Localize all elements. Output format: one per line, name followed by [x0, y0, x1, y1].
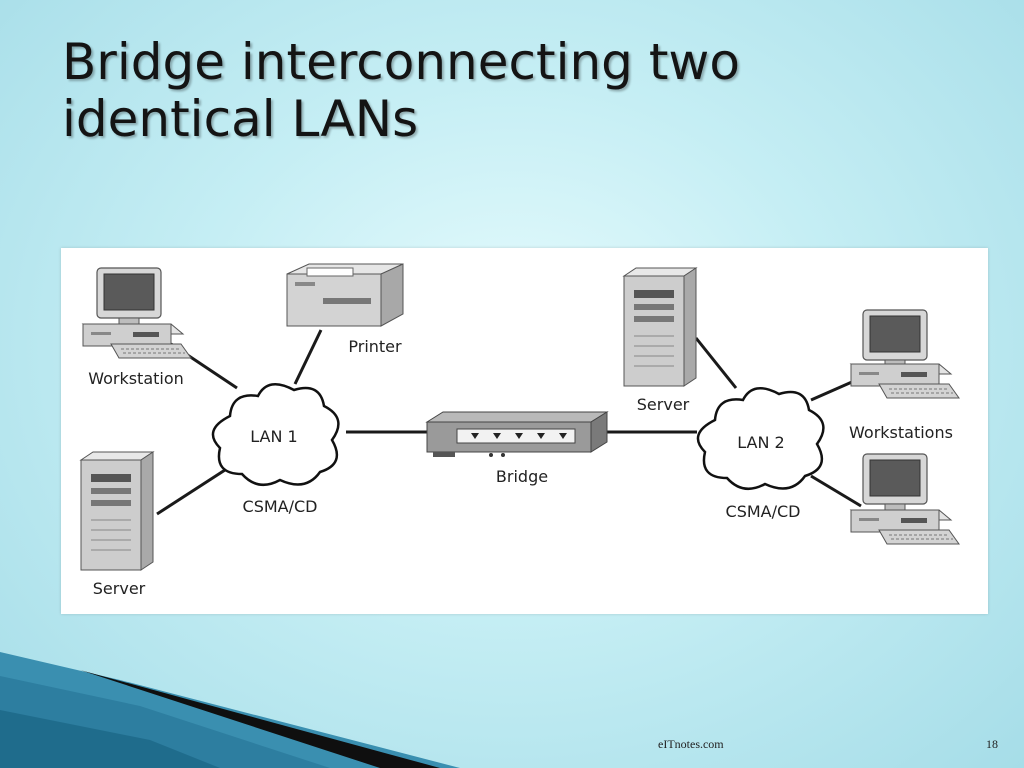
lan1-server-icon [80, 451, 154, 571]
lan1-workstation-icon [82, 267, 192, 359]
footer-site: eITnotes.com [658, 737, 724, 751]
lan2-server-label: Server [637, 395, 690, 414]
network-diagram-svg: LAN 1 CSMA/CD LAN 2 CSMA/CD Br [80, 263, 960, 598]
bridge-device-icon [425, 411, 609, 457]
lan1-server-label: Server [93, 579, 146, 598]
slide-title-line-2: identical LANs [62, 90, 419, 148]
slide-title-line-1: Bridge interconnecting two [62, 33, 740, 91]
network-diagram: LAN 1 CSMA/CD LAN 2 CSMA/CD Br [61, 248, 988, 614]
lan2-workstation-bottom-icon [850, 453, 960, 545]
lan2-server-icon [623, 267, 697, 387]
lan1-protocol-label: CSMA/CD [243, 497, 318, 516]
printer-icon [286, 263, 404, 327]
page-number: 18 [986, 737, 998, 751]
lan1-workstation-label: Workstation [88, 369, 184, 388]
lan2-workstations-label: Workstations [849, 423, 953, 442]
corner-decoration [0, 652, 460, 768]
lan2-cloud: LAN 2 [696, 386, 825, 491]
connection-lines [156, 329, 862, 516]
lan1-name-label: LAN 1 [250, 427, 297, 446]
lan2-protocol-label: CSMA/CD [726, 502, 801, 521]
lan2-workstation-top-icon [850, 309, 960, 399]
slide-title: Bridge interconnecting two identical LAN… [62, 34, 962, 148]
bridge-label: Bridge [496, 467, 548, 486]
lan1-cloud: LAN 1 [211, 382, 340, 487]
lan2-name-label: LAN 2 [737, 433, 784, 452]
printer-label: Printer [348, 337, 402, 356]
